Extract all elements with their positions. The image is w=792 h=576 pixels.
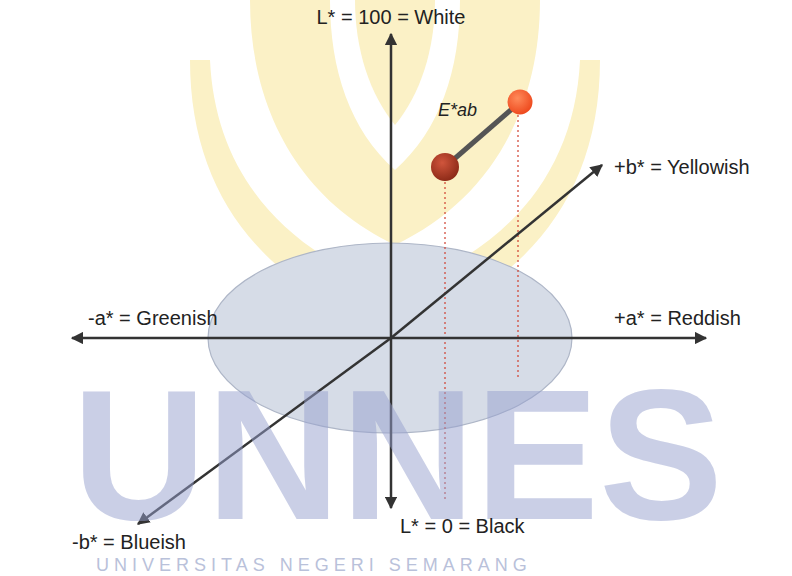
- axis-label: +a* = Reddish: [614, 307, 741, 330]
- axis-label: +b* = Yellowish: [614, 156, 750, 179]
- color-sample-dot: [431, 153, 459, 181]
- a-axis: [72, 337, 391, 340]
- projection-line: [517, 115, 518, 380]
- color-sample-dot: [508, 90, 533, 115]
- delta-e-label: E*ab: [438, 100, 477, 121]
- axis-label: -a* = Greenish: [88, 307, 218, 330]
- axis-label: L* = 0 = Black: [400, 515, 525, 538]
- l-axis: [390, 34, 393, 338]
- axis-label: -b* = Blueish: [72, 531, 186, 554]
- watermark-text: UNIVERSITAS NEGERI SEMARANG: [96, 556, 532, 574]
- axis-label: L* = 100 = White: [317, 6, 466, 29]
- watermark-text: UNNES: [72, 362, 723, 548]
- b-axis: [391, 165, 602, 338]
- a-axis: [391, 337, 706, 340]
